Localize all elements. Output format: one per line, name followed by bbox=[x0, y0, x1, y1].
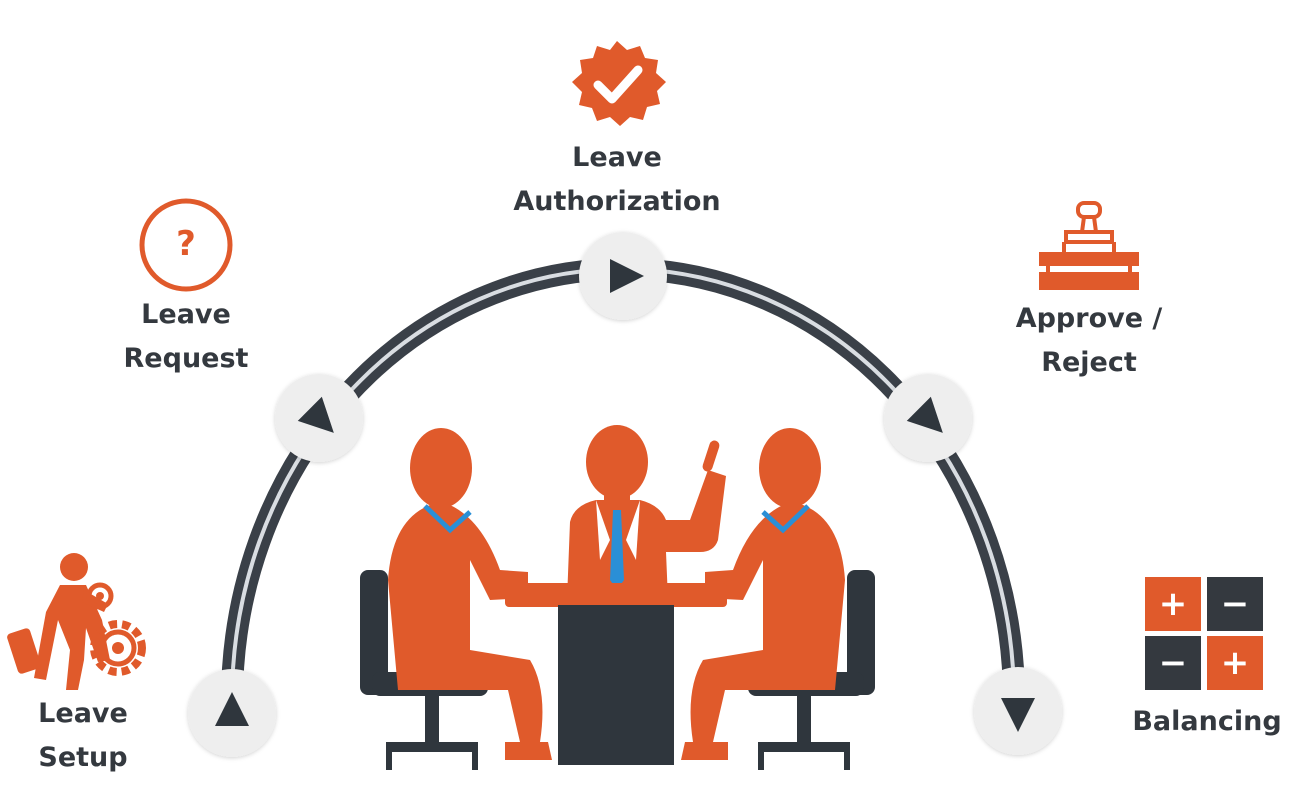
minus-symbol: − bbox=[1158, 643, 1188, 683]
traveler-gears-icon bbox=[7, 553, 146, 690]
leave-authorization-node bbox=[579, 232, 667, 320]
leave-request-node bbox=[275, 374, 363, 462]
approve-reject-arrow-icon bbox=[906, 396, 943, 433]
question-mark-glyph: ? bbox=[176, 224, 196, 264]
approve-reject-node bbox=[884, 374, 972, 462]
right-person bbox=[681, 428, 845, 760]
stamp-icon bbox=[1039, 201, 1139, 290]
plus-symbol: + bbox=[1158, 584, 1188, 624]
meeting-scene bbox=[360, 425, 875, 770]
question-circle-icon bbox=[139, 198, 233, 292]
left-person bbox=[388, 428, 552, 760]
leave-authorization-arrow-icon bbox=[610, 259, 644, 293]
leave-request-label: Leave Request bbox=[123, 299, 249, 374]
center-person bbox=[567, 425, 726, 600]
balancing-arrow-icon bbox=[1001, 698, 1035, 732]
plus-minus-grid-icon bbox=[1145, 577, 1263, 690]
leave-setup-arrow-icon bbox=[215, 692, 249, 726]
meeting-table bbox=[505, 583, 727, 765]
minus-symbol: − bbox=[1220, 584, 1250, 624]
check-badge-icon bbox=[572, 41, 666, 126]
leave-request-arrow-icon bbox=[297, 396, 334, 433]
plus-symbol: + bbox=[1220, 643, 1250, 683]
leave-setup-label: Leave Setup bbox=[38, 698, 128, 773]
leave-setup-node bbox=[188, 669, 276, 757]
balancing-symbols: + − − + bbox=[1145, 577, 1263, 690]
leave-authorization-label: Leave Authorization bbox=[513, 142, 721, 217]
balancing-node bbox=[974, 667, 1062, 755]
approve-reject-label: Approve / Reject bbox=[1015, 303, 1163, 378]
balancing-label: Balancing bbox=[1132, 706, 1282, 737]
